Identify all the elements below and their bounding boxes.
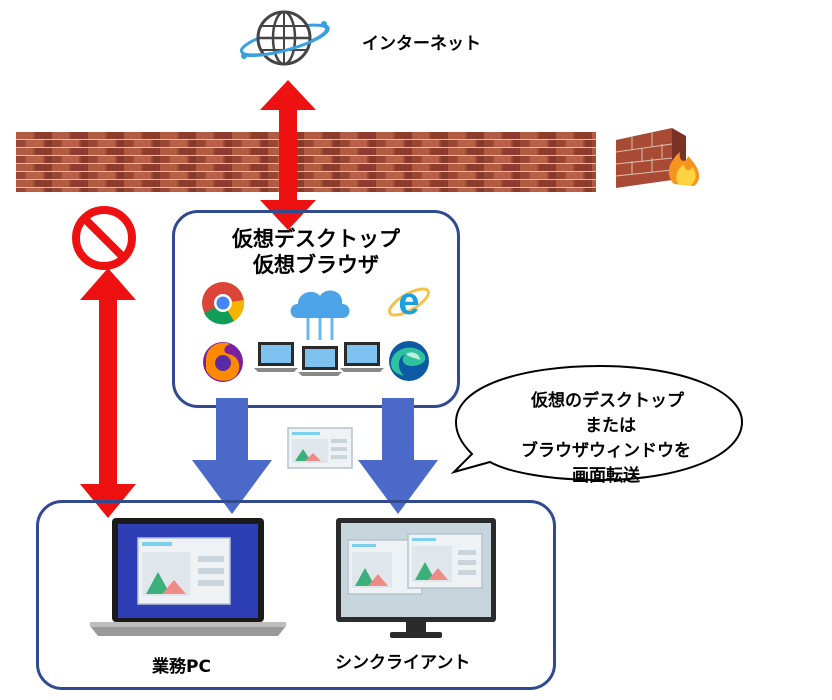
- brick-wall: [16, 132, 596, 192]
- internet-label: インターネット: [362, 34, 481, 54]
- business-pc-label: 業務PC: [152, 657, 211, 677]
- callout-line-4: 画面転送: [572, 466, 640, 486]
- thin-client-label: シンクライアント: [335, 653, 471, 673]
- blue-arrow-to-thin-client: [358, 398, 438, 514]
- thin-client-monitor-icon: [336, 518, 496, 638]
- firewall-icon: [615, 128, 700, 188]
- prohibited-icon: [72, 206, 136, 270]
- callout-line-1: 仮想のデスクトップ: [531, 391, 684, 411]
- clients-box: [36, 500, 556, 690]
- globe-icon: [239, 10, 330, 66]
- internet-explorer-icon: e: [388, 281, 430, 323]
- red-arrow-internet: [260, 80, 316, 230]
- edge-icon: [389, 341, 429, 381]
- callout-bubble: [450, 364, 744, 482]
- laptops-row-icon: [254, 342, 384, 376]
- red-arrow-blocked: [80, 268, 136, 518]
- svg-text:e: e: [398, 281, 419, 323]
- callout-line-2: または: [585, 416, 636, 436]
- virtual-browser-title: 仮想ブラウザ: [253, 253, 379, 277]
- chrome-icon: [202, 282, 245, 325]
- callout-line-3: ブラウザウィンドウを: [521, 441, 691, 461]
- firefox-icon: [203, 342, 243, 382]
- business-pc-laptop-icon: [90, 518, 286, 636]
- virtual-desktop-title: 仮想デスクトップ: [232, 227, 400, 251]
- virtual-desktop-box: [172, 210, 460, 408]
- blue-arrow-to-business-pc: [192, 398, 272, 514]
- cloud-network-icon: [290, 290, 350, 340]
- screen-thumbnail-icon: [287, 427, 353, 469]
